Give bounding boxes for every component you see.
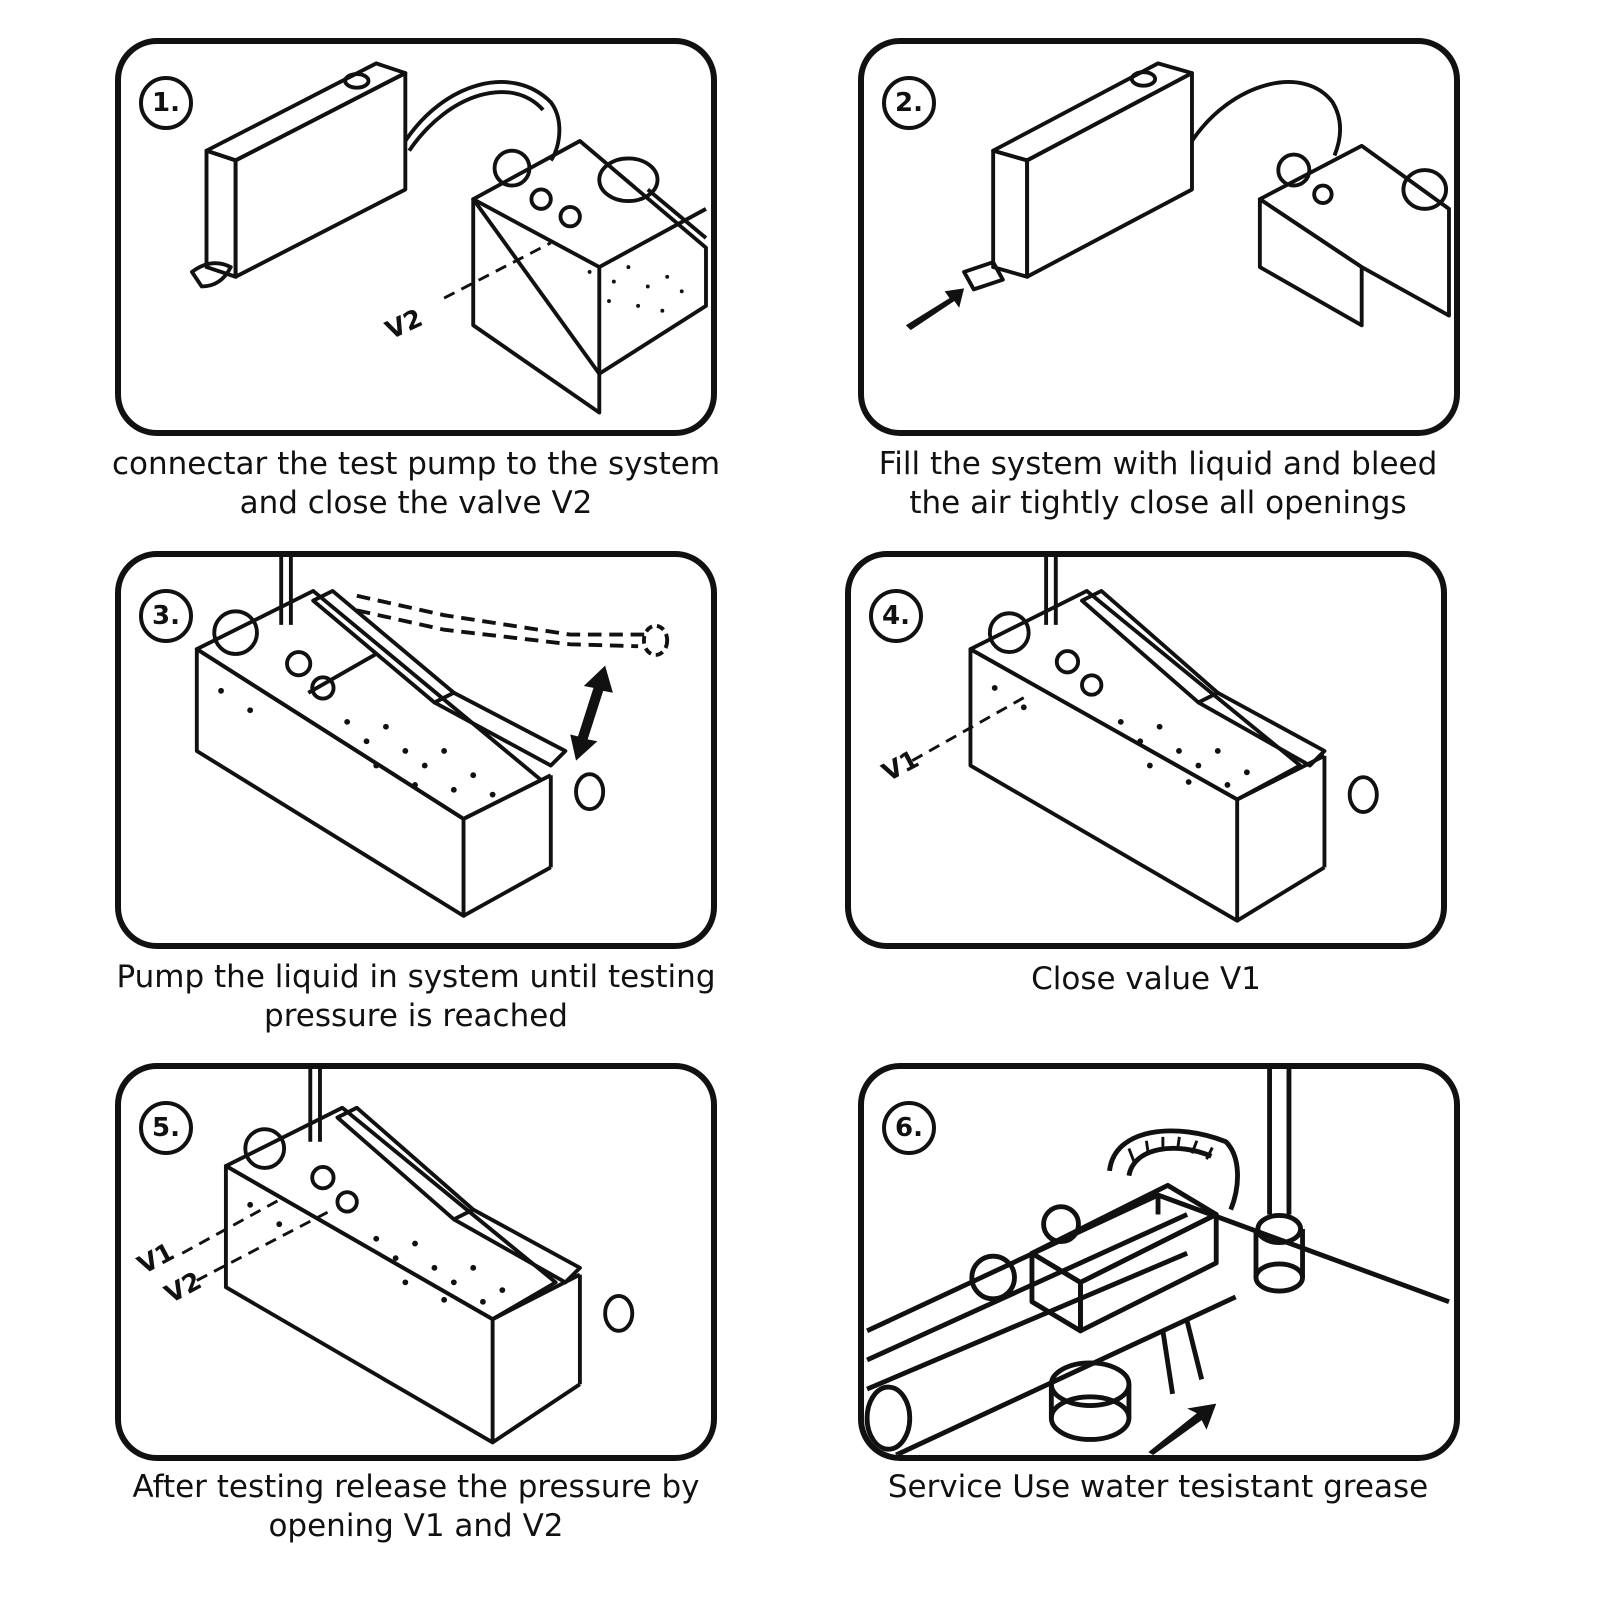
step-3-caption: Pump the liquid in system until testing … — [80, 958, 752, 1036]
step-5-illustration: V1 V2 — [121, 1069, 711, 1455]
step-number-2: 2. — [882, 76, 936, 130]
step-5-panel: V1 V2 5. — [115, 1063, 717, 1461]
step-6-caption-line-1: Service Use water tesistant grease — [822, 1468, 1494, 1507]
step-1-caption: connectar the test pump to the system an… — [80, 445, 752, 523]
step-3-caption-line-2: pressure is reached — [80, 997, 752, 1036]
valve-v1-label: V1 — [133, 1237, 179, 1280]
step-2-illustration — [864, 44, 1454, 430]
step-4-panel: V1 4. — [845, 551, 1447, 949]
step-number-4: 4. — [869, 589, 923, 643]
step-6-illustration — [864, 1069, 1454, 1455]
step-1-illustration: V2 — [121, 44, 711, 430]
step-number-1: 1. — [139, 76, 193, 130]
step-1-panel: V2 1. — [115, 38, 717, 436]
valve-v2-label: V2 — [381, 303, 427, 345]
step-3-caption-line-1: Pump the liquid in system until testing — [80, 958, 752, 997]
step-number-3: 3. — [139, 589, 193, 643]
step-3-panel: 3. — [115, 551, 717, 949]
step-number-6: 6. — [882, 1101, 936, 1155]
valve-v2-label: V2 — [160, 1266, 206, 1309]
step-6-caption: Service Use water tesistant grease — [822, 1468, 1494, 1507]
valve-v1-label: V1 — [877, 744, 923, 787]
step-4-caption: Close value V1 — [810, 960, 1482, 999]
step-1-caption-line-1: connectar the test pump to the system — [80, 445, 752, 484]
step-4-illustration: V1 — [851, 557, 1441, 943]
step-5-caption-line-1: After testing release the pressure by — [80, 1468, 752, 1507]
step-6-panel: 6. — [858, 1063, 1460, 1461]
step-1-caption-line-2: and close the valve V2 — [80, 484, 752, 523]
step-4-caption-line-1: Close value V1 — [810, 960, 1482, 999]
step-number-5: 5. — [139, 1101, 193, 1155]
step-2-caption-line-1: Fill the system with liquid and bleed — [822, 445, 1494, 484]
step-5-caption-line-2: opening V1 and V2 — [80, 1507, 752, 1546]
step-2-caption: Fill the system with liquid and bleed th… — [822, 445, 1494, 523]
step-2-caption-line-2: the air tightly close all openings — [822, 484, 1494, 523]
step-3-illustration — [121, 557, 711, 943]
step-5-caption: After testing release the pressure by op… — [80, 1468, 752, 1546]
step-2-panel: 2. — [858, 38, 1460, 436]
